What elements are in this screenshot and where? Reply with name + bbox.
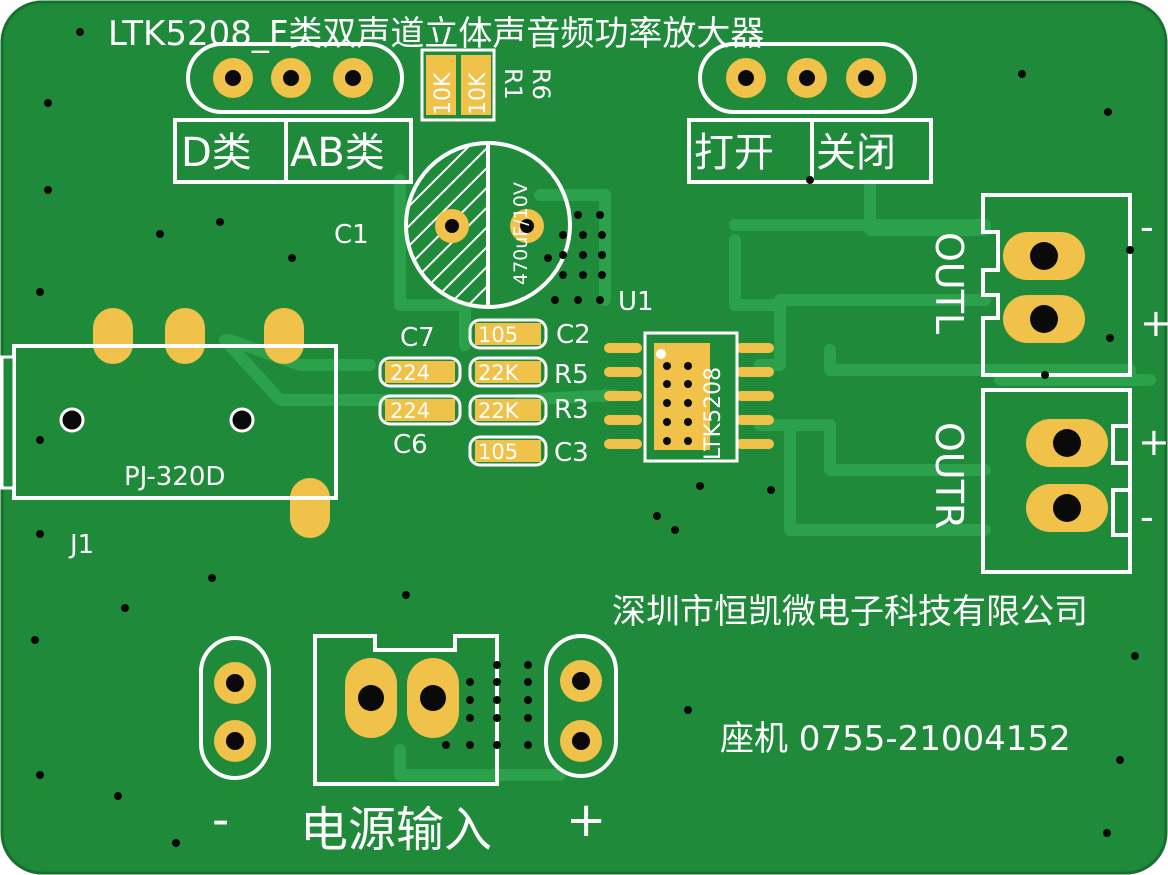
drill-hole	[445, 219, 459, 233]
power-input-label: 电源输入	[300, 802, 492, 858]
drill-hole	[1030, 242, 1058, 270]
scattered-vias	[31, 28, 1139, 847]
company-name: 深圳市恒凯微电子科技有限公司	[612, 592, 1088, 632]
resistor-r6-value: 10K	[431, 72, 456, 115]
mounting-hole	[59, 407, 85, 433]
capacitor-c6-value: 224	[390, 399, 430, 423]
smd-c3: 105	[468, 435, 548, 467]
drill-hole	[226, 732, 244, 750]
ab-class-label: AB类	[290, 130, 385, 176]
capacitor-c3-value: 105	[478, 440, 518, 464]
power-minus-terminal[interactable]	[199, 636, 271, 780]
drill-hole	[226, 674, 244, 692]
resistor-r1-ref: R1	[499, 68, 527, 100]
drill-hole	[420, 685, 446, 711]
capacitor-c1-value: 470uF/10V	[510, 182, 532, 285]
switch-on-label: 打开	[694, 130, 774, 176]
board-title: LTK5208_F类双声道立体声音频功率放大器	[108, 14, 764, 54]
pad	[93, 308, 133, 364]
phone-number: 座机 0755-21004152	[720, 719, 1071, 759]
resistor-r6-ref: R6	[527, 68, 555, 100]
output-left-label: OUTL	[927, 232, 971, 334]
pad	[290, 478, 330, 538]
smd-c2: 105	[468, 318, 548, 350]
output-left-plus: +	[1140, 301, 1168, 345]
drill-hole	[572, 672, 590, 690]
drill-hole	[1053, 429, 1081, 457]
smd-r3: 22K	[468, 394, 548, 426]
capacitor-c2-ref: C2	[556, 320, 591, 350]
ic-u1: LTK5208	[604, 331, 774, 463]
output-right-connector[interactable]	[981, 388, 1132, 574]
drill-hole	[738, 70, 754, 86]
mode-switch-label-box: D类 AB类	[173, 118, 413, 184]
pad	[264, 308, 304, 364]
power-switch-header[interactable]	[698, 42, 917, 114]
power-switch-label-box: 打开 关闭	[687, 118, 933, 184]
output-left-minus: -	[1140, 205, 1154, 249]
power-dc-connector[interactable]	[313, 634, 532, 786]
capacitor-c6-ref: C6	[393, 430, 428, 460]
resistor-r1-value: 10K	[466, 72, 491, 115]
mode-switch-header[interactable]	[186, 42, 404, 114]
capacitor-c7-value: 224	[390, 361, 430, 385]
power-minus-label: -	[212, 792, 229, 848]
capacitor-c1: 470uF/10V	[404, 141, 572, 309]
ic-ref: U1	[618, 287, 654, 317]
power-plus-terminal[interactable]	[544, 634, 618, 778]
drill-hole	[572, 732, 590, 750]
switch-off-label: 关闭	[816, 130, 896, 176]
smd-c7: 224	[378, 356, 462, 388]
capacitor-c3-ref: C3	[554, 438, 589, 468]
audio-jack-model: PJ-320D	[124, 462, 225, 492]
output-right-minus: -	[1140, 495, 1154, 539]
resistor-r1-r6-group: 10K 10K R1 R6	[420, 48, 555, 122]
audio-jack-j1[interactable]: PJ-320D	[0, 308, 338, 538]
resistor-r6-pad	[426, 55, 456, 115]
drill-hole	[799, 70, 815, 86]
output-left-connector[interactable]	[981, 193, 1132, 377]
ic-marking: LTK5208	[701, 367, 726, 460]
resistor-r5-ref: R5	[554, 360, 589, 390]
capacitor-c7-ref: C7	[400, 323, 435, 353]
output-right-label: OUTR	[927, 422, 971, 529]
resistor-r3-ref: R3	[554, 395, 589, 425]
copper-traces	[219, 174, 1156, 781]
smd-r5: 22K	[468, 356, 548, 388]
drill-hole	[345, 70, 361, 86]
capacitor-c1-ref: C1	[334, 220, 369, 250]
via-grid-top	[544, 211, 606, 304]
mounting-hole	[229, 407, 255, 433]
resistor-r3-value: 22K	[478, 399, 520, 423]
resistor-r5-value: 22K	[478, 361, 520, 385]
drill-hole	[358, 685, 384, 711]
drill-hole	[1053, 494, 1081, 522]
pad	[165, 308, 205, 364]
audio-jack-ref: J1	[68, 530, 94, 560]
capacitor-c2-value: 105	[478, 323, 518, 347]
output-right-plus: +	[1138, 420, 1168, 464]
d-class-label: D类	[181, 130, 252, 176]
drill-hole	[520, 219, 534, 233]
drill-hole	[1030, 305, 1058, 333]
drill-hole	[858, 70, 874, 86]
drill-hole	[283, 70, 299, 86]
resistor-r1-pad	[461, 55, 491, 115]
power-plus-label: +	[566, 792, 606, 848]
drill-hole	[225, 70, 241, 86]
smd-c6: 224	[378, 394, 462, 426]
